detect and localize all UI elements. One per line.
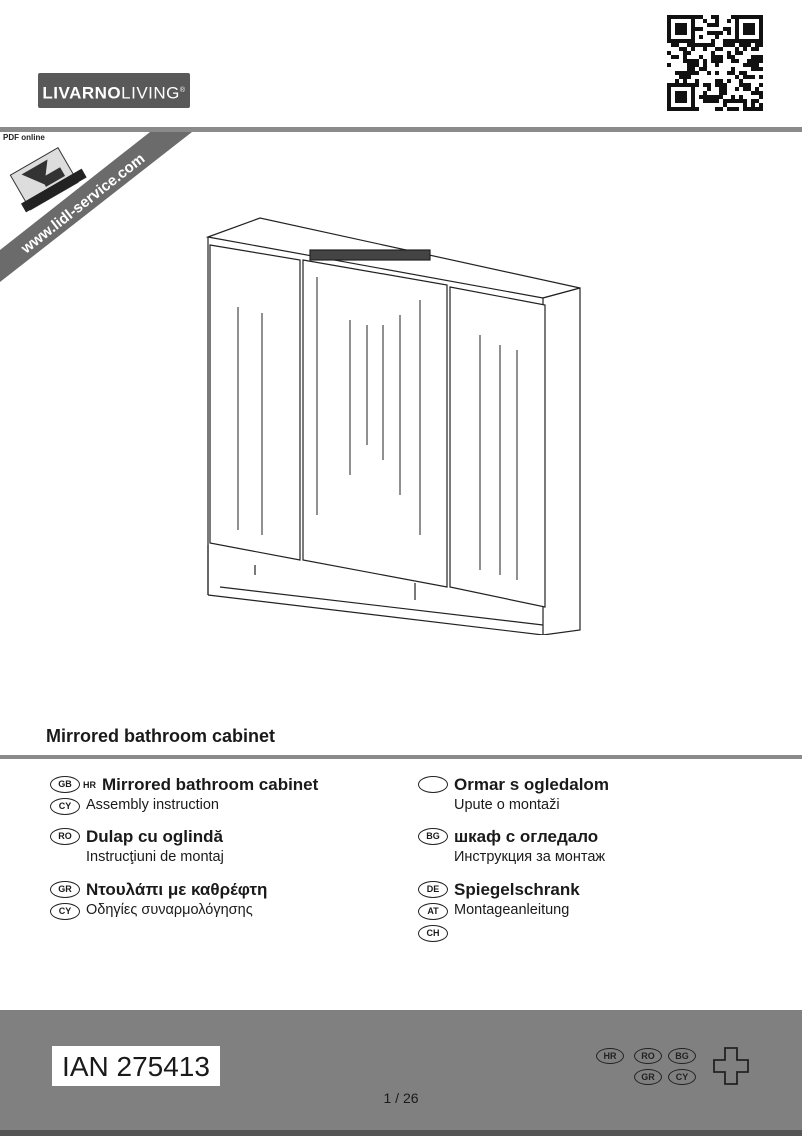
country-badge: CY xyxy=(50,798,80,815)
country-badge: GR xyxy=(634,1069,662,1085)
language-subtitle: Οδηγίες συναρμολόγησης xyxy=(86,902,253,918)
country-badge: HR xyxy=(83,780,96,790)
lidl-service-banner: PDF online www.lidl-service.com xyxy=(0,132,192,282)
qr-code xyxy=(667,15,763,111)
bottom-rule xyxy=(0,1130,802,1136)
language-title: Mirrored bathroom cabinet xyxy=(102,775,319,794)
language-subtitle: Montageanleitung xyxy=(454,902,570,918)
country-badge: HR xyxy=(596,1048,624,1064)
language-subtitle: Инструкция за монтаж xyxy=(454,849,606,865)
country-badge: BG xyxy=(668,1048,696,1064)
language-title: Spiegelschrank xyxy=(454,880,580,899)
language-title: Dulap cu oglindă xyxy=(86,827,223,846)
language-subtitle: Upute o montaži xyxy=(454,797,560,813)
trademark: ® xyxy=(179,87,186,94)
country-badge: RO xyxy=(634,1048,662,1064)
country-badge: DE xyxy=(418,881,448,898)
swiss-cross-icon xyxy=(713,1047,749,1085)
language-title: шкаф с огледало xyxy=(454,827,599,846)
language-title: Ντουλάπι με καθρέφτη xyxy=(86,880,268,899)
page-number: 1 / 26 xyxy=(383,1090,419,1106)
country-badge: CH xyxy=(418,925,448,942)
title-rule xyxy=(0,755,802,759)
country-badge: CY xyxy=(668,1069,696,1085)
logo-bold: LIVARNO xyxy=(42,83,122,103)
product-title: Mirrored bathroom cabinet xyxy=(46,726,276,746)
language-subtitle: Assembly instruction xyxy=(86,797,219,813)
ian-number: IAN 275413 xyxy=(52,1046,220,1086)
logo-light: LIVING xyxy=(121,83,180,103)
pdf-online-icon xyxy=(9,146,87,213)
country-badge: RO xyxy=(50,828,80,845)
country-badge: AT xyxy=(418,903,448,920)
language-title: Ormar s ogledalom xyxy=(454,775,609,794)
country-badge: GR xyxy=(50,881,80,898)
country-badge: BG xyxy=(418,828,448,845)
brand-logo: LIVARNOLIVING® xyxy=(38,73,190,108)
top-rule xyxy=(0,127,802,132)
country-badge: CY xyxy=(50,903,80,920)
country-badge: GB xyxy=(50,776,80,793)
language-subtitle: Instrucţiuni de montaj xyxy=(86,849,224,865)
pdf-online-label: PDF online xyxy=(3,133,45,142)
country-badge xyxy=(418,776,448,793)
cabinet-illustration xyxy=(205,217,581,635)
